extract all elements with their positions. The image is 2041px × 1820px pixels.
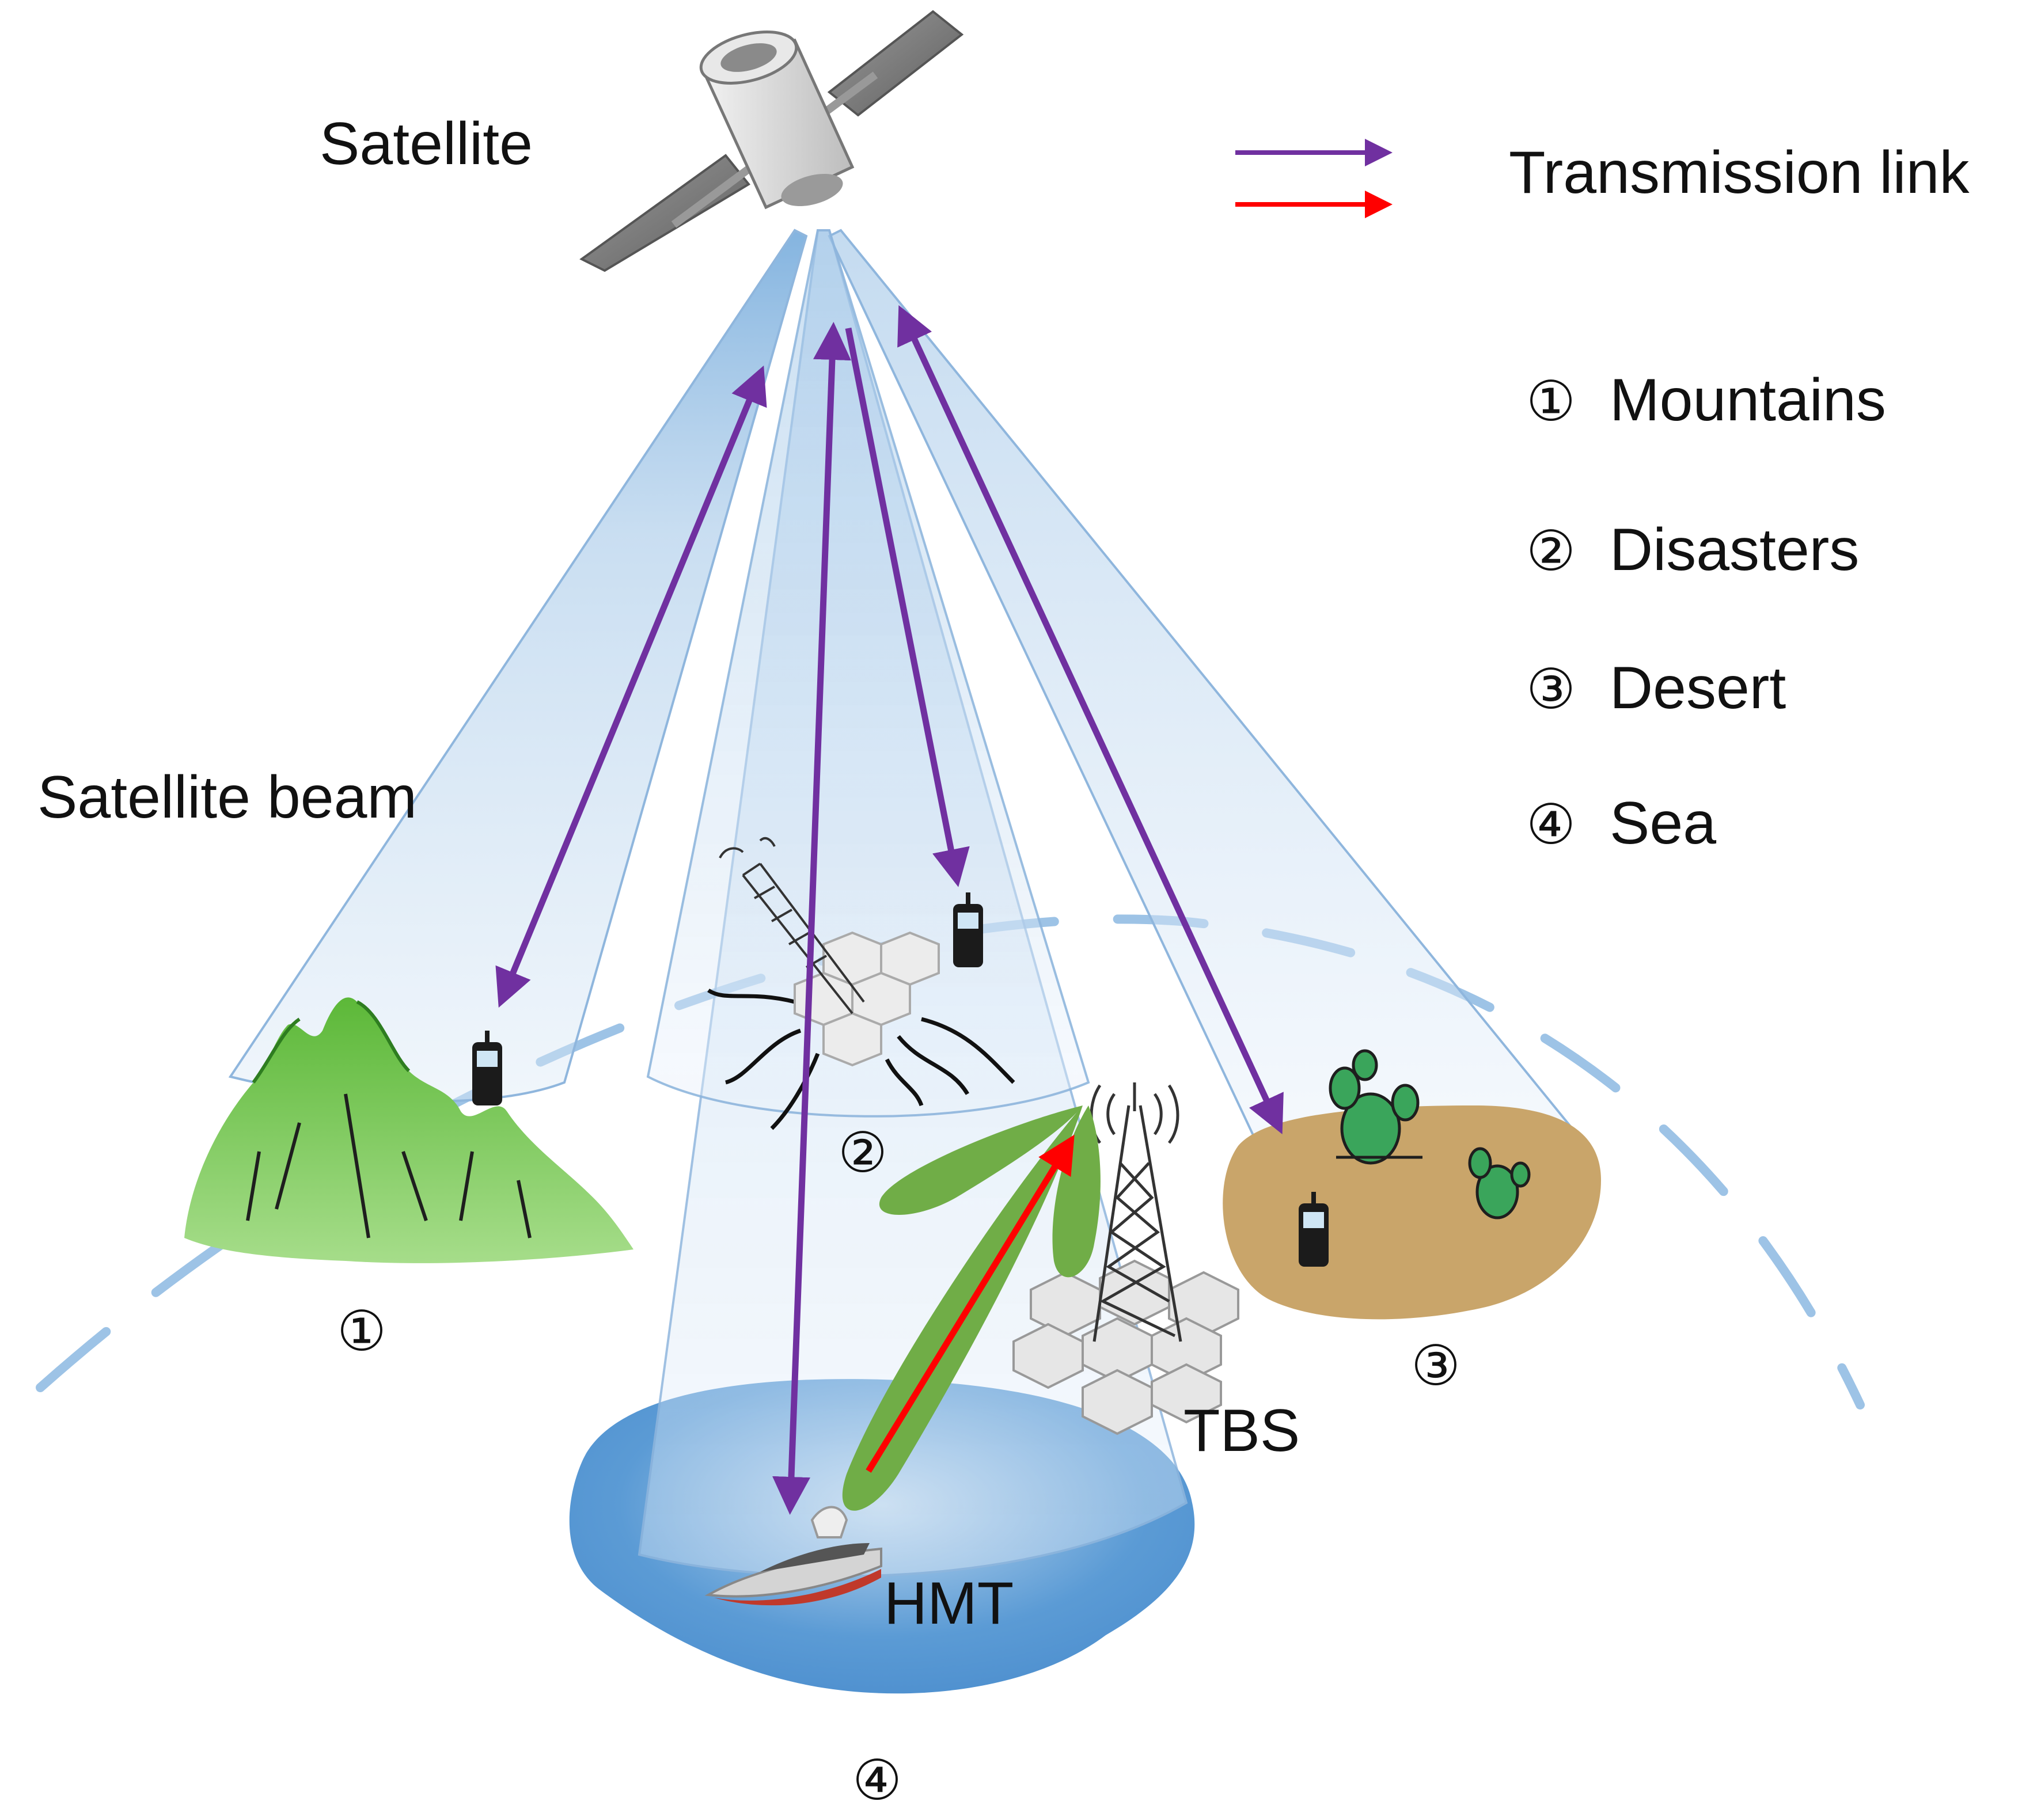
label-region-4: ④ (852, 1748, 902, 1813)
label-satellite: Satellite (320, 111, 533, 177)
label-region-1: ① (337, 1299, 386, 1363)
label-tbs: TBS (1183, 1397, 1300, 1464)
label-region-3: ③ (1411, 1333, 1460, 1398)
label-region-2: ② (838, 1120, 887, 1185)
satellite-icon (579, 10, 964, 272)
mountains-illustration (184, 997, 633, 1263)
legend-desert: Desert (1610, 655, 1786, 721)
label-satellite-beam: Satellite beam (37, 764, 417, 831)
cactus-icon (1329, 1049, 1531, 1219)
phone-icon (1299, 1192, 1329, 1267)
legend-disasters: Disasters (1610, 516, 1859, 583)
legend-transmission-link: Transmission link (1509, 139, 1970, 206)
tbs-illustration (1012, 1082, 1239, 1435)
satellite-links (495, 305, 1284, 1515)
legend-marker-1: ① (1526, 369, 1576, 434)
legend-sea: Sea (1610, 790, 1716, 857)
legend-marker-4: ④ (1526, 792, 1576, 857)
legend-marker-2: ② (1526, 519, 1576, 583)
terrestrial-link (866, 1134, 1075, 1473)
legend-mountains: Mountains (1610, 367, 1886, 434)
legend-marker-3: ③ (1526, 657, 1576, 721)
label-hmt: HMT (884, 1570, 1014, 1637)
phone-icon (472, 1031, 502, 1105)
legend: Transmission link ① Mountains ② Disaster… (1235, 139, 1970, 857)
